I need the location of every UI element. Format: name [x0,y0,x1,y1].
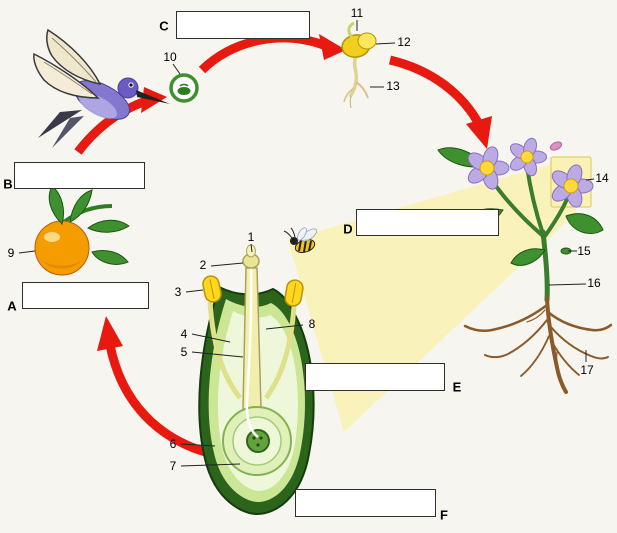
bee-antennae [283,227,296,239]
section-label-d: D [343,221,353,237]
bee-illustration [283,227,318,253]
flower-bud [549,141,563,151]
leader-line-9 [18,250,36,254]
bird-tail-feather [38,110,82,138]
leader-line-5 [191,351,244,358]
ovule-cell [252,436,256,440]
bee-head [290,237,298,245]
seedling-cotyledon [357,32,377,50]
anther-groove [291,283,297,303]
part-number-8: 8 [308,317,316,331]
seedling-root [355,81,369,99]
section-label-c: C [159,18,169,34]
fruit-illustration [34,185,130,276]
bird-head [117,77,139,99]
part-number-7: 7 [169,459,177,473]
arrow-flower-to-fruit [105,344,207,457]
fruit-shade [40,258,84,269]
leader-line-12 [375,42,396,45]
filament-right [263,305,297,400]
part-number-11: 11 [350,6,364,20]
seedling-root [343,87,355,103]
hummingbird-illustration [33,28,170,148]
leader-line-6 [180,443,216,447]
ovule [246,429,270,453]
arrow-seed-to-seedling [198,33,328,74]
arrow-bird-to-seed [74,96,148,155]
part-number-5: 5 [180,345,188,359]
leader-line-2 [210,262,244,267]
leader-line-1 [250,243,253,253]
fruit-highlight [44,232,60,242]
seedling-root [349,95,352,109]
arrow-flower-to-fruit-head [97,316,123,351]
leader-line-14 [585,178,595,181]
flower-cross-section-illustration [198,244,315,516]
answer-box-b[interactable] [14,162,145,189]
flower-bloom [509,137,547,177]
answer-box-a[interactable] [22,282,149,309]
leader-line-3 [185,289,204,293]
part-number-1: 1 [247,230,255,244]
section-label-a: A [7,298,17,314]
plant-roots [463,296,613,394]
part-number-14: 14 [595,171,609,185]
flower-bloom-highlighted [551,164,594,208]
section-label-e: E [452,379,462,395]
part-number-6: 6 [169,437,177,451]
fruit-leaves [48,185,130,265]
leader-line-16 [548,283,587,286]
part-number-4: 4 [180,327,188,341]
leader-line-7 [180,463,241,467]
part-number-16: 16 [587,276,601,290]
ovule-cell [256,443,260,447]
answer-box-f[interactable] [295,489,436,517]
leader-line-8 [265,324,304,330]
arrow-seedling-to-plant [388,55,484,129]
part-number-3: 3 [174,285,182,299]
part-number-17: 17 [580,363,594,377]
arrow-seedling-to-plant-head [466,116,492,149]
leader-line-4 [191,333,231,343]
flowering-plant-illustration [437,137,613,394]
arrow-seed-to-seedling-head [319,34,346,60]
flower-bloom [467,146,510,190]
answer-box-d[interactable] [356,209,499,236]
bird-wing-feathers [43,37,97,95]
answer-box-e[interactable] [305,363,445,391]
answer-box-c[interactable] [176,11,310,39]
anther-groove [209,279,215,299]
part-number-15: 15 [577,244,591,258]
seedling-shoot [347,21,355,39]
part-number-12: 12 [397,35,411,49]
pollen-tube [245,265,259,438]
leader-line-10 [172,63,181,75]
seed-embryo [177,87,191,95]
section-label-f: F [440,507,448,523]
part-number-9: 9 [7,246,15,260]
part-number-13: 13 [386,79,400,93]
part-number-2: 2 [199,258,207,272]
fruit-stalk [62,204,113,224]
section-label-b: B [3,176,13,192]
leader-lines [18,20,595,467]
seed-in-circle-illustration [169,73,199,103]
part-number-10: 10 [163,50,177,64]
bee-wing [297,227,307,241]
plant-flowers [467,137,594,208]
bird-tail-feather [52,116,84,148]
bee-stripes [298,239,312,253]
filament-left [207,301,242,400]
bird-beak [136,90,170,104]
bird-belly [78,93,118,119]
germinating-seed-illustration [341,21,377,109]
seed-detail [179,83,189,87]
ovule-cell [259,436,263,440]
bird-pupil [129,83,133,87]
bird-wing-upper [46,28,102,86]
